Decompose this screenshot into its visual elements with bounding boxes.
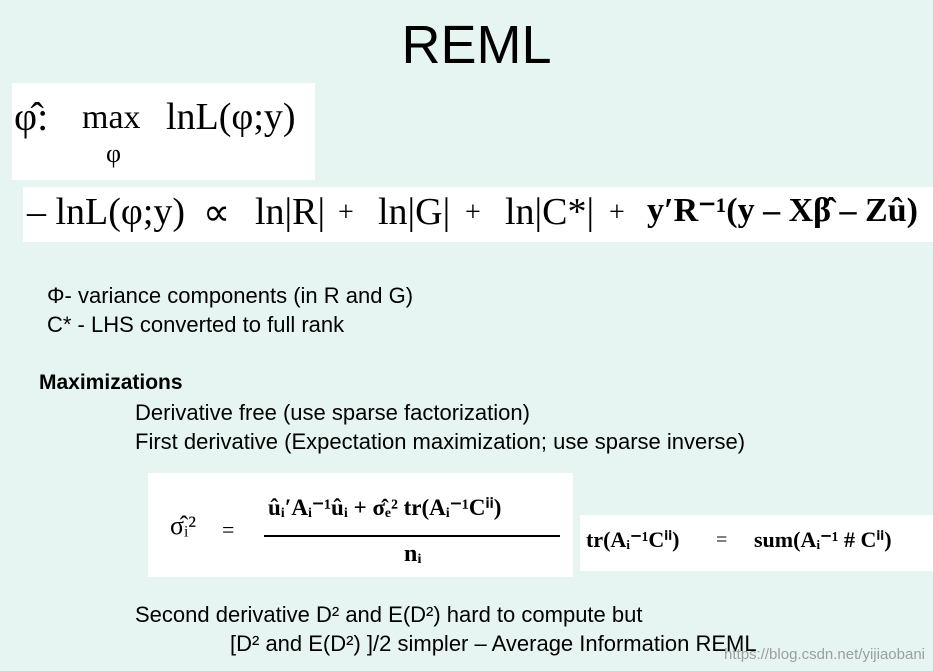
objective-equation-box: φ̂: max lnL(φ;y) φ (12, 83, 315, 180)
note-phi: Φ- variance components (in R and G) (47, 283, 414, 308)
page-title: REML (401, 15, 552, 75)
sigma-hat-i-squared: σ̂ᵢ² (170, 511, 197, 540)
trace-rhs: sum(Aᵢ⁻¹ # Cⁱⁱ) (754, 527, 892, 552)
proportional-symbol: ∝ (203, 192, 231, 234)
numerator: ûᵢ′Aᵢ⁻¹ûᵢ + σ̂ₑ² tr(Aᵢ⁻¹Cⁱⁱ) (268, 495, 502, 520)
log-likelihood-expr: lnL(φ;y) (166, 96, 296, 138)
maximization-item: First derivative (Expectation maximizati… (135, 429, 746, 454)
trace-equation-box: tr(Aᵢ⁻¹Cⁱⁱ) = sum(Aᵢ⁻¹ # Cⁱⁱ) (580, 515, 933, 571)
note-cstar: C* - LHS converted to full rank (47, 312, 345, 337)
trace-lhs: tr(Aᵢ⁻¹Cⁱⁱ) (586, 527, 680, 552)
max-subscript-phi: φ (106, 139, 122, 168)
neg-log-likelihood: – lnL(φ;y) (27, 191, 186, 233)
term-ln-C: ln|C*| (505, 191, 595, 233)
second-derivative-line: Second derivative D² and E(D²) hard to c… (135, 602, 643, 627)
equals-sign: = (222, 517, 235, 542)
term-ln-G: ln|G| (378, 191, 451, 233)
denominator: nᵢ (404, 541, 422, 567)
max-operator: max (82, 99, 141, 136)
likelihood-equation-box: – lnL(φ;y) ∝ ln|R| + ln|G| + ln|C*| + y′… (23, 187, 933, 242)
variance-update-equation-box: σ̂ᵢ² = ûᵢ′Aᵢ⁻¹ûᵢ + σ̂ₑ² tr(Aᵢ⁻¹Cⁱⁱ) nᵢ (148, 473, 573, 577)
plus-2: + (465, 197, 481, 228)
maximizations-heading: Maximizations (39, 371, 183, 394)
phi-hat-symbol: φ̂: (14, 94, 49, 139)
plus-1: + (338, 197, 354, 228)
maximization-item: Derivative free (use sparse factorizatio… (135, 400, 530, 425)
trace-equals: = (716, 529, 728, 551)
watermark: https://blog.csdn.net/yijiaobani (724, 646, 925, 663)
average-information-line: [D² and E(D²) ]/2 simpler – Average Info… (230, 631, 757, 656)
term-ln-R: ln|R| (255, 191, 326, 233)
fraction-bar (264, 535, 560, 537)
term-quadratic: y′R⁻¹(y – Xβ̂ – Zû) (647, 192, 918, 229)
plus-3: + (609, 197, 625, 228)
